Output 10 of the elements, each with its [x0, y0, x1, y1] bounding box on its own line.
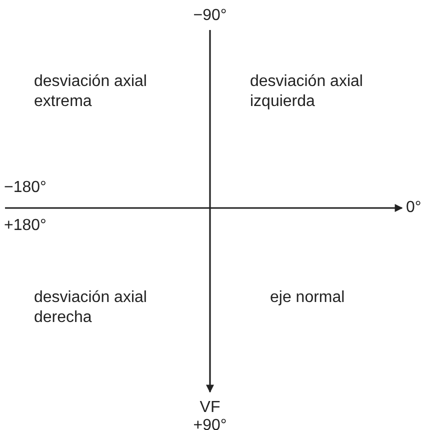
angle-label: +180° — [4, 216, 48, 236]
region-label: desviación axial extrema — [34, 72, 148, 112]
angle-label: +90° — [192, 416, 228, 430]
angle-label: 0° — [406, 198, 422, 218]
lead-label: VF — [198, 398, 222, 418]
region-label: desviación axial derecha — [34, 288, 148, 328]
region-label: eje normal — [270, 288, 346, 308]
angle-label: −180° — [4, 178, 48, 198]
angle-label: −90° — [192, 6, 228, 26]
region-label: desviación axial izquierda — [250, 72, 364, 112]
